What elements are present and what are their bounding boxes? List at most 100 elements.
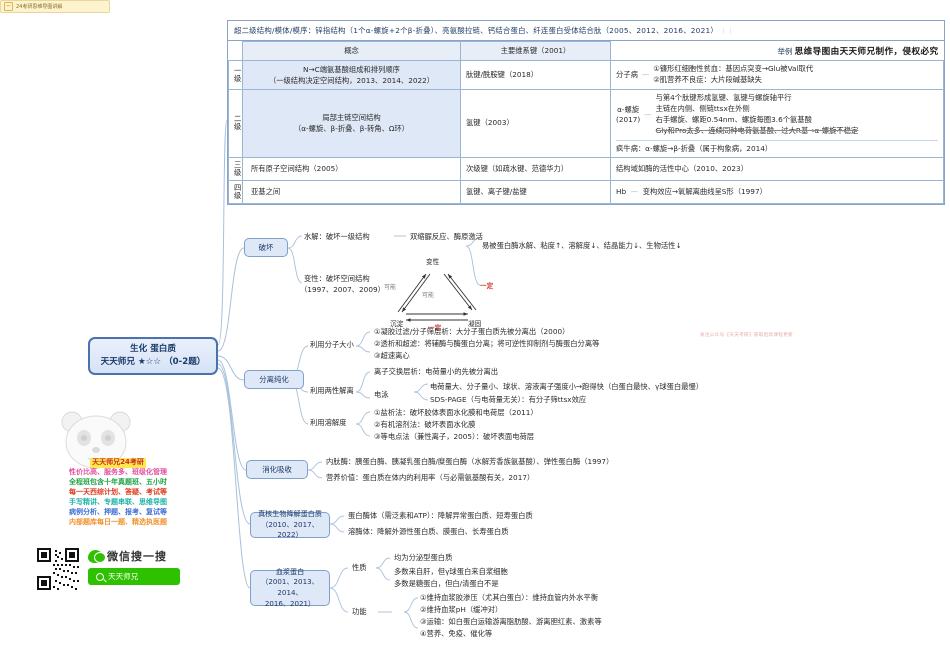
header-example-wrap: 举例 思维导图由天天师兄制作，侵权必究 xyxy=(610,41,944,61)
branch-label-degrade: 真核生物降解蛋白质 xyxy=(258,509,322,519)
row3-example: 结构域如酶的活性中心（2010、2023） xyxy=(610,156,944,181)
denature-node-top: 变性 xyxy=(426,258,440,266)
level-col-header xyxy=(228,41,243,61)
mindmap-root-node[interactable]: 生化 蛋白质 天天师兄 ★☆☆ （0-2题） xyxy=(88,337,218,375)
row2-example-lines: 与第4个肽键形成氢键、氢键与螺旋轴平行 主链在内侧、侧链ttsx在外侧 右手螺旋… xyxy=(656,93,859,137)
table-row: 三级 所有原子空间结构（2005） 次级键（如疏水键、范德华力） 结构域如酶的活… xyxy=(228,156,944,181)
row2-example-line: 右手螺旋、螺距0.54nm、螺旋每圈3.6个氨基酸 xyxy=(655,114,812,124)
degrade-line: 蛋白酶体（需泛素和ATP）：降解异常蛋白质、短寿蛋白质 xyxy=(348,511,533,520)
branch-label-plasma-years2: 2016、2021） xyxy=(264,598,316,608)
drag-handle-icon[interactable]: ⋮⋮ xyxy=(720,28,735,35)
row4-example-text: 变构效应→氧解离曲线呈S形（1997） xyxy=(642,186,767,196)
row1-example-lines: ①镰形红细胞性贫血：基因点突变→Glu被Val取代 ②肌营养不良症：大片段碱基缺… xyxy=(653,64,813,86)
row1-concept: N→C端氨基酸组成和排列顺序 （一级结构决定空间结构，2013、2014、202… xyxy=(242,59,461,91)
purify-group-ionize-title: 利用两性解离 xyxy=(310,386,354,395)
panda-mascot-icon xyxy=(61,411,131,469)
purify-solubility-line: ①盐析法：破坏胶体表面水化膜和电荷层（2011） xyxy=(374,408,538,417)
promo-line: 全程班包含十年真题班、五小时 xyxy=(69,477,167,486)
destroy-item-hydrolysis-val: 双缩脲反应、酶原激活 xyxy=(410,232,483,241)
search-icon xyxy=(96,572,104,581)
row2-example-key: α-螺旋 (2017) xyxy=(616,105,640,124)
destroy-item-denature-val: 易被蛋白酶水解、粘度↑、溶解度↓、结晶能力↓、生物活性↓ xyxy=(482,241,682,250)
wechat-search-row: 微信搜一搜 xyxy=(88,548,167,564)
destroy-item-denature-key: 变性：破坏空间结构 xyxy=(304,274,370,283)
promo-line: 每一天西综计划、答疑、考试等 xyxy=(69,487,167,496)
purify-size-line: ③超速离心 xyxy=(374,351,410,360)
table-row: 四级 亚基之间 氢键、离子键/盐键 Hb — 变构效应→氧解离曲线呈S形（199… xyxy=(228,179,944,204)
branch-node-digest[interactable]: 消化吸收 xyxy=(246,460,308,479)
plasma-function-line: ②维持血浆pH（缓冲对） xyxy=(420,605,503,614)
digest-line: 内肽酶：胰蛋白酶、胰凝乳蛋白酶/糜蛋白酶（水解芳香族氨基酸）、弹性蛋白酶（199… xyxy=(326,457,614,466)
row-level-2: 二级 xyxy=(228,89,243,158)
branch-node-plasma[interactable]: 血浆蛋白 （2001、2013、2014、 2016、2021） xyxy=(250,566,330,608)
row2-example-line: 主链在内侧、侧链ttsx在外侧 xyxy=(655,104,750,114)
dash-separator: — xyxy=(641,70,650,80)
promo-line: 内部题库每日一题、精选执医题 xyxy=(69,517,167,526)
purify-size-line: ①凝胶过滤/分子筛层析：大分子蛋白质先被分离出（2000） xyxy=(374,327,570,336)
watermark-note: 关注公众号【天天考研】获取后续课程更新 xyxy=(700,333,793,338)
row2-bond: 氢键（2003） xyxy=(460,89,611,158)
purify-group-solubility-title: 利用溶解度 xyxy=(310,418,347,427)
promo-line: 病例分析、押题、报考、复试等 xyxy=(69,507,167,516)
header-concept: 概念 xyxy=(242,41,461,61)
minus-icon[interactable]: − xyxy=(4,2,13,11)
course-badge-label: 24考研思维导图讲解 xyxy=(16,4,63,10)
row1-example-key: 分子病 xyxy=(616,69,638,79)
denature-edge-bottom: 一定 xyxy=(428,324,442,332)
row1-example-line: ①镰形红细胞性贫血：基因点突变→Glu被Val取代 xyxy=(653,63,814,73)
wechat-search-label: 微信搜一搜 xyxy=(107,550,167,563)
plasma-function-line: ③运输：如白蛋白运输游离脂肪酸、游离胆红素、激素等 xyxy=(420,617,602,626)
wechat-icon xyxy=(88,549,106,563)
row2-example-line-struck: Gly和Pro太多、连续同种电荷氨基酸、过大R基→α-螺旋不稳定 xyxy=(655,125,859,135)
denature-edge-left: 可能 xyxy=(384,284,397,291)
row4-example: Hb — 变构效应→氧解离曲线呈S形（1997） xyxy=(610,179,944,204)
row2-example-line: 与第4个肽键形成氢键、氢键与螺旋轴平行 xyxy=(655,93,792,103)
row1-concept-l2: （一级结构决定空间结构，2013、2014、2022） xyxy=(268,75,435,85)
plasma-group-function-title: 功能 xyxy=(352,607,367,616)
row2-example: α-螺旋 (2017) — 与第4个肽键形成氢键、氢键与螺旋轴平行 主链在内侧、… xyxy=(610,89,944,158)
row1-example: 分子病 — ①镰形红细胞性贫血：基因点突变→Glu被Val取代 ②肌营养不良症：… xyxy=(610,59,944,91)
promo-title: 天天师兄24考研 xyxy=(90,458,146,468)
row1-bond: 肽键/酰胺键（2018） xyxy=(460,59,611,91)
purify-ionize-ionexchange: 离子交换层析：电荷量小的先被分离出 xyxy=(374,367,499,376)
branch-node-degrade[interactable]: 真核生物降解蛋白质 （2010、2017、2022） xyxy=(250,509,330,539)
dash-separator: — xyxy=(644,110,652,120)
wechat-search-button[interactable]: 天天师兄 xyxy=(88,568,180,585)
row1-concept-l1: N→C端氨基酸组成和排列顺序 xyxy=(303,64,400,74)
row2-key-l2: (2017) xyxy=(616,115,641,125)
promo-line: 手写精讲、专题串联、思维导图 xyxy=(69,497,167,506)
purify-ionize-electrophoresis-line: 电荷量大、分子量小、球状、溶液离子强度小→跑得快（白蛋白最快、γ球蛋白最慢） xyxy=(430,382,704,391)
purify-group-size-title: 利用分子大小 xyxy=(310,340,354,349)
degrade-line: 溶酶体：降解外源性蛋白质、膜蛋白、长寿蛋白质 xyxy=(348,527,509,536)
plasma-function-line: ④营养、免疫、催化等 xyxy=(420,629,493,638)
table-banner-text: 超二级结构/模体/模序：锌指结构（1个α-螺旋+2个β-折叠）、亮氨酸拉链、钙结… xyxy=(234,26,718,35)
destroy-item-hydrolysis-key: 水解：破坏一级结构 xyxy=(304,232,370,241)
plasma-property-line: 多数来自肝，但γ球蛋白来自浆细胞 xyxy=(394,567,508,576)
branch-node-destroy[interactable]: 破坏 xyxy=(244,238,288,257)
table-header-row: 概念 主要维系键（2001） 举例 思维导图由天天师兄制作，侵权必究 xyxy=(228,41,944,61)
denaturation-arrows xyxy=(397,273,477,322)
row2-concept: 局部主链空间结构 （α-螺旋、β-折叠、β-转角、Ω环） xyxy=(242,89,461,158)
root-title: 生化 蛋白质 xyxy=(130,344,176,355)
row-level-1: 一级 xyxy=(228,59,243,91)
branch-node-purify[interactable]: 分离纯化 xyxy=(244,370,304,389)
row2-example-note: 疯牛病：α-螺旋→β-折叠（属于构象病，2014） xyxy=(616,139,938,154)
branch-label-purify: 分离纯化 xyxy=(259,374,289,384)
promo-line: 性价比高、服务多、班级化管理 xyxy=(69,467,167,476)
purify-size-line: ②透析和超滤：将辅酶与酶蛋白分离；将可逆性抑制剂与酶蛋白分离等 xyxy=(374,339,600,348)
branch-label-digest: 消化吸收 xyxy=(262,464,292,474)
row3-concept: 所有原子空间结构（2005） xyxy=(242,156,461,181)
row4-concept: 亚基之间 xyxy=(242,179,461,204)
promo-title-wrap: 天天师兄24考研 xyxy=(38,458,198,468)
branch-label-plasma: 血浆蛋白 xyxy=(275,566,305,576)
branch-label-plasma-years1: （2001、2013、2014、 xyxy=(261,577,319,597)
row-level-3: 三级 xyxy=(228,156,243,181)
row3-bond: 次级键（如疏水键、范德华力） xyxy=(460,156,611,181)
header-bond: 主要维系键（2001） xyxy=(460,41,611,61)
purify-ionize-electrophoresis-line: SDS-PAGE（与电荷量无关）：有分子筛ttsx效应 xyxy=(430,395,587,404)
row4-bond: 氢键、离子键/盐键 xyxy=(460,179,611,204)
course-badge[interactable]: − 24考研思维导图讲解 xyxy=(0,0,110,13)
protein-structure-table: 超二级结构/模体/模序：锌指结构（1个α-螺旋+2个β-折叠）、亮氨酸拉链、钙结… xyxy=(227,20,945,205)
denature-edge-right: 一定 xyxy=(480,282,494,290)
row1-example-line: ②肌营养不良症：大片段碱基缺失 xyxy=(653,74,762,84)
